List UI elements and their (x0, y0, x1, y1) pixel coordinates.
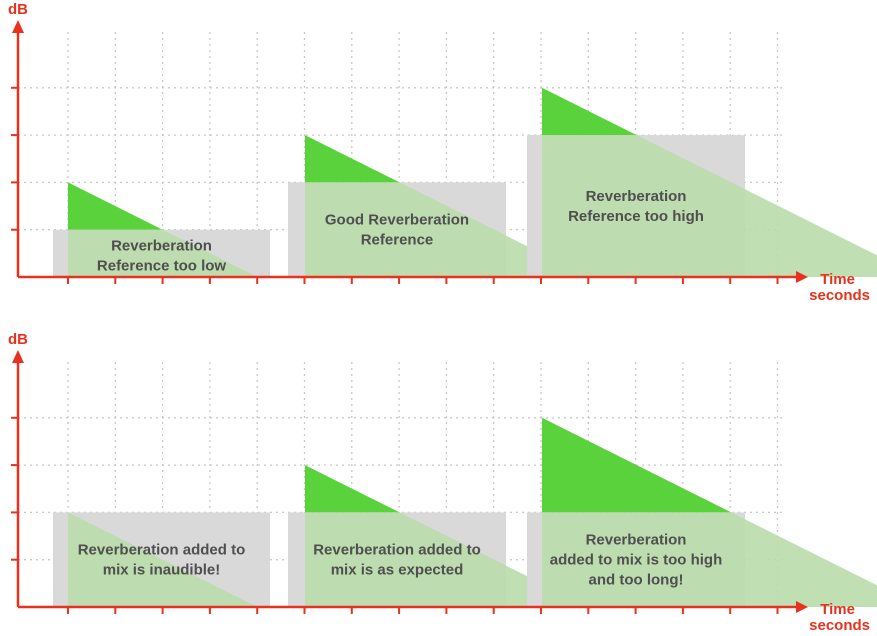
box-label-line: Reference too high (568, 208, 704, 225)
y-axis-arrow (12, 20, 24, 33)
box-label-line: added to mix is too high (550, 552, 723, 569)
box-label: Reverberation added to mix is inaudible! (78, 542, 246, 579)
decay-triangle-visible (305, 135, 400, 183)
x-axis-arrow (796, 601, 808, 613)
box-label: Reverberation added to mix is too high and… (550, 532, 723, 589)
box-label-line: Reverberation (111, 237, 212, 254)
box-label-line: Reverberation (586, 532, 687, 549)
y-axis-arrow (12, 350, 24, 363)
box-label-line: Reverberation (586, 188, 687, 205)
box-label-line: Reference (361, 232, 434, 249)
decay-triangle-visible (68, 182, 163, 230)
box-label-line: Reverberation added to (78, 542, 246, 559)
decay-triangle-masked (305, 512, 589, 607)
x-axis-arrow (796, 271, 808, 283)
decay-triangle-masked (542, 135, 877, 277)
x-axis-label-time: Time (820, 271, 855, 288)
x-axis-label-time: Time (820, 601, 855, 618)
y-axis-label: dB (8, 1, 28, 18)
decay-triangle-visible (305, 465, 400, 513)
decay-triangle-masked (305, 182, 589, 277)
decay-triangle-masked (68, 229, 258, 277)
decay-triangle-visible (542, 417, 732, 513)
box-label-line: mix is as expected (331, 562, 464, 579)
decay-triangle-masked (542, 512, 877, 607)
box-label-line: Reference too low (97, 257, 227, 274)
box-label-line: and too long! (589, 572, 684, 589)
box-label-line: Reverberation added to (313, 542, 481, 559)
box-label: Reverberation added to mix is as expected (313, 542, 481, 579)
x-axis-label-seconds: seconds (809, 617, 870, 634)
x-axis-label-seconds: seconds (809, 287, 870, 304)
y-axis-label: dB (8, 331, 28, 348)
decay-triangle-masked (68, 512, 258, 607)
box-label-line: Good Reverberation (325, 212, 469, 229)
decay-triangle-visible (542, 87, 637, 136)
box-label-line: mix is inaudible! (103, 562, 221, 579)
